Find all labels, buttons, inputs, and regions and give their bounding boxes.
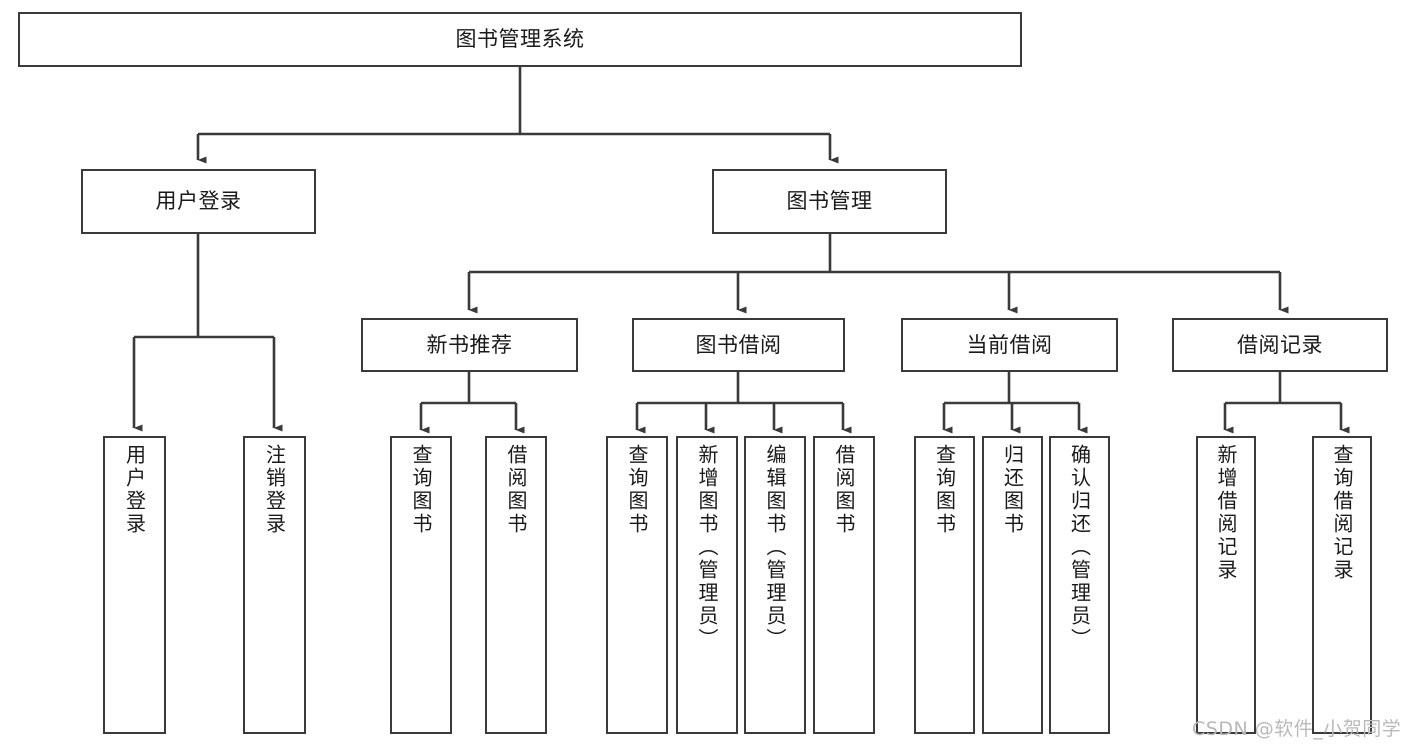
node-leaf-confirm-return[interactable]: 确认归还（管理员） [1049,436,1110,734]
node-label: 当前借阅 [966,332,1053,357]
node-user-login[interactable]: 用户登录 [81,169,316,234]
node-current-borrow[interactable]: 当前借阅 [901,318,1118,372]
node-label: 新增图书（管理员） [695,444,719,651]
node-label: 用户登录 [155,189,242,214]
node-borrow-record[interactable]: 借阅记录 [1172,318,1388,372]
node-label: 编辑图书（管理员） [763,444,787,651]
node-label: 借阅图书 [832,444,856,536]
node-leaf-borrow-book-1[interactable]: 借阅图书 [485,436,547,734]
node-leaf-add-book[interactable]: 新增图书（管理员） [676,436,738,734]
node-leaf-user-login[interactable]: 用户登录 [103,436,166,734]
node-leaf-return-book[interactable]: 归还图书 [982,436,1043,734]
node-label: 用户登录 [122,444,147,536]
node-label: 新增借阅记录 [1214,444,1238,582]
node-label: 查询借阅记录 [1330,444,1354,582]
node-leaf-logout[interactable]: 注销登录 [243,436,306,734]
node-label: 查询图书 [625,444,649,536]
node-label: 查询图书 [409,444,433,536]
node-label: 查询图书 [932,444,957,536]
node-label: 归还图书 [1000,444,1025,536]
node-leaf-edit-book[interactable]: 编辑图书（管理员） [744,436,806,734]
node-label: 借阅记录 [1237,332,1323,357]
node-label: 注销登录 [262,444,287,536]
node-book-manage[interactable]: 图书管理 [712,169,947,234]
node-leaf-query-record[interactable]: 查询借阅记录 [1312,436,1372,734]
node-new-book-recommend[interactable]: 新书推荐 [361,318,578,372]
node-leaf-query-book-1[interactable]: 查询图书 [390,436,452,734]
node-label: 图书借阅 [695,332,782,357]
node-book-borrow[interactable]: 图书借阅 [632,318,845,372]
node-label: 借阅图书 [504,444,528,536]
node-label: 新书推荐 [426,332,513,357]
node-root-book-management-system[interactable]: 图书管理系统 [18,12,1022,67]
node-label: 图书管理系统 [455,27,585,52]
node-leaf-query-book-3[interactable]: 查询图书 [914,436,975,734]
node-leaf-query-book-2[interactable]: 查询图书 [606,436,668,734]
node-leaf-borrow-book-2[interactable]: 借阅图书 [813,436,875,734]
node-leaf-add-record[interactable]: 新增借阅记录 [1196,436,1256,734]
node-label: 确认归还（管理员） [1067,444,1092,651]
csdn-watermark: CSDN @软件_小贺同学 [1192,718,1402,740]
node-label: 图书管理 [786,189,873,214]
